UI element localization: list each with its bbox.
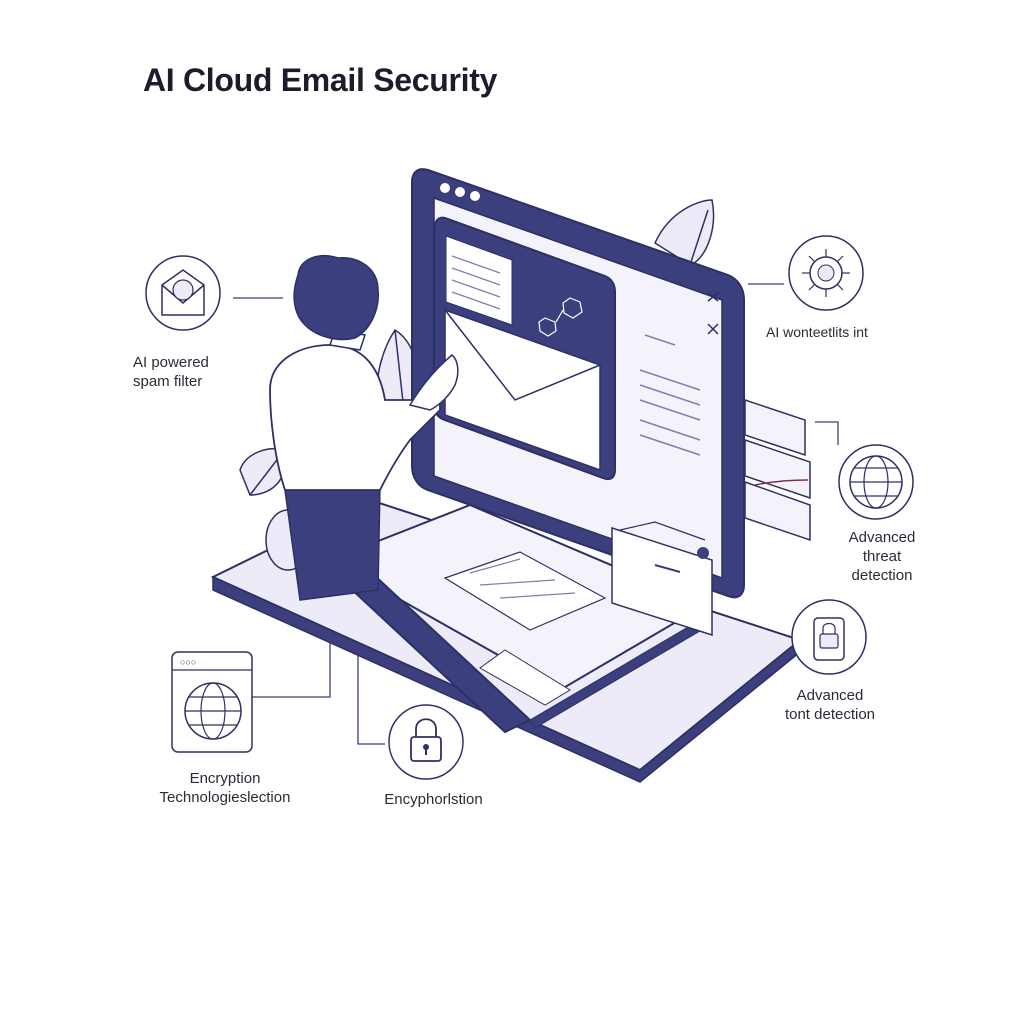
label-encryption-tech: Encryption Technologieslection (140, 769, 310, 807)
label-encryption: Encyphorlstion (366, 790, 501, 809)
globe-icon (838, 444, 914, 520)
label-line: Technologieslection (159, 789, 291, 806)
globe-document-icon: ○○○ (171, 651, 253, 753)
laptop (318, 503, 708, 734)
virus-icon (788, 235, 864, 311)
monitor (411, 168, 745, 599)
mail-slot-icon (611, 521, 713, 637)
label-line: Encryption (189, 770, 261, 787)
label-line: Advanced (796, 687, 864, 704)
server-stack (744, 398, 811, 542)
label-line: AI wonteetlits int (766, 324, 868, 340)
padlock-icon (388, 704, 464, 780)
person-figure (269, 254, 459, 601)
label-line: Encyphorlstion (384, 791, 483, 808)
label-spam-filter: AI powered spam filter (133, 353, 209, 391)
connector-lines (233, 283, 839, 745)
label-line: Advanced (848, 529, 916, 546)
label-line: threat (862, 548, 902, 565)
svg-text:○○○: ○○○ (180, 657, 196, 667)
label-ai-top-right: AI wonteetlits int (766, 323, 868, 342)
label-threat-detection: Advanced threat detection (828, 528, 936, 585)
plant-leaves (239, 199, 715, 571)
page-title: AI Cloud Email Security (143, 62, 498, 98)
label-line: detection (851, 567, 913, 584)
label-line: spam filter (133, 373, 203, 390)
envelope-icon (145, 255, 221, 331)
lock-phone-icon (791, 599, 867, 675)
label-line: tont detection (784, 706, 876, 723)
label-tont-detection: Advanced tont detection (770, 686, 890, 724)
label-line: AI powered (133, 354, 209, 371)
